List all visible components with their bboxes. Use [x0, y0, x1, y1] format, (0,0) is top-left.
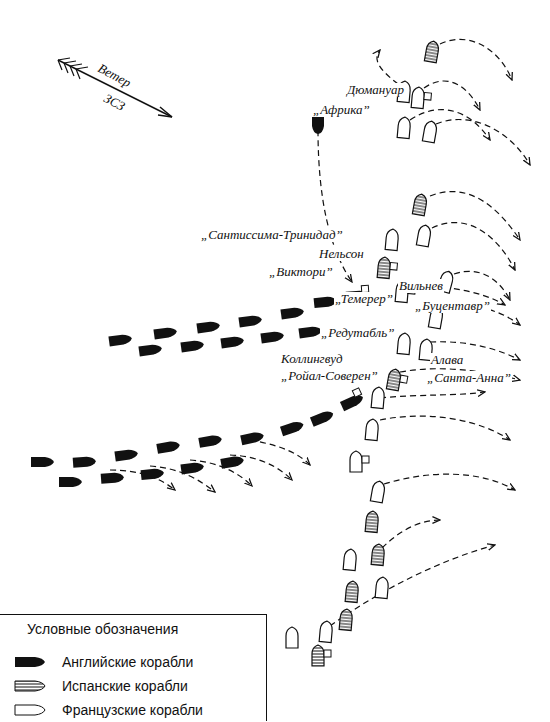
- course-line: [424, 81, 480, 110]
- wind-label: Ветер: [95, 61, 134, 91]
- wind-arrow: [58, 58, 172, 117]
- course-line: [454, 271, 510, 300]
- course-line: [440, 39, 512, 80]
- french-ship: [370, 480, 385, 503]
- english-ship: [156, 440, 180, 454]
- english-ship: [101, 472, 125, 484]
- course-line: [250, 440, 310, 465]
- course-line: [430, 192, 520, 240]
- course-line: [432, 223, 515, 270]
- ships: [31, 40, 455, 666]
- english-ship: [280, 420, 305, 437]
- legend-row: Испанские корабли: [12, 677, 138, 695]
- english-ship: [59, 477, 82, 487]
- french-ship: [385, 229, 399, 251]
- course-line: [410, 110, 490, 140]
- english-ship: [298, 325, 322, 338]
- english-ship: [220, 335, 244, 348]
- english-ship: [73, 456, 97, 468]
- english-ship: [114, 448, 138, 461]
- legend-heading: Условные обозначения: [26, 622, 179, 636]
- french-ship: [286, 627, 298, 648]
- spanish-ship: [424, 40, 439, 63]
- course-lines: [110, 39, 530, 626]
- english-ship: [108, 333, 132, 346]
- english-ship: [280, 306, 304, 319]
- spanish-ship: [339, 609, 353, 631]
- french-ship: [416, 224, 431, 247]
- ship-label: „Виктори”: [268, 265, 334, 279]
- spanish-ship: [377, 257, 398, 280]
- english-ship: [260, 330, 284, 343]
- course-line: [384, 474, 515, 490]
- ship-label: „Сантиссима-Тринидад”: [200, 228, 344, 242]
- course-line: [330, 545, 495, 626]
- ship-label: Коллингвуд: [280, 352, 344, 366]
- spanish-ship: [386, 368, 408, 392]
- ship-label: „Ройал-Соверен”: [280, 369, 379, 383]
- legend-sample: [12, 655, 46, 669]
- spanish-ship: [365, 511, 379, 533]
- course-line: [382, 520, 440, 548]
- french-ship: [375, 577, 389, 599]
- english-ship: [138, 343, 162, 356]
- english-ship: [310, 409, 335, 427]
- french-ship: [422, 120, 437, 143]
- spanish-ship: [345, 581, 359, 603]
- french-ship: [371, 387, 385, 409]
- spanish-ship: [371, 544, 385, 566]
- ship-label: „Темерер”: [334, 292, 394, 306]
- french-ship: [397, 333, 411, 355]
- legend-text: Французские корабли: [62, 701, 203, 719]
- french-ship: [411, 87, 432, 110]
- ship-label: Дюмануар: [346, 83, 405, 97]
- course-line: [436, 119, 530, 165]
- course-line: [377, 50, 398, 84]
- ship-label: Алава: [430, 353, 464, 367]
- ship-label: Вильнев: [398, 279, 444, 293]
- french-ship: [350, 451, 369, 472]
- legend-text: Английские корабли: [62, 653, 193, 671]
- english-ship: [141, 468, 165, 480]
- spanish-ship: [412, 193, 427, 216]
- legend-text: Испанские корабли: [62, 677, 188, 695]
- english-ship: [196, 320, 220, 333]
- french-ship: [365, 419, 379, 441]
- ship-label: „Буцентавр”: [414, 299, 491, 313]
- legend-sample: [12, 679, 46, 693]
- english-ship: [180, 339, 204, 352]
- english-ship: [238, 314, 262, 327]
- english-ship: [153, 326, 177, 339]
- french-ship: [397, 117, 411, 139]
- ship-label: „Санта-Анна”: [426, 371, 512, 385]
- ship-label: „Редутабль”: [320, 326, 395, 340]
- english-ship: [31, 457, 54, 467]
- ship-label: „Африка”: [312, 103, 371, 117]
- spanish-ship: [312, 645, 331, 666]
- legend-row: Английские корабли: [12, 653, 143, 671]
- course-line: [380, 416, 510, 440]
- english-ship: [180, 461, 204, 474]
- legend-sample: [12, 703, 46, 717]
- wind-label: ЗСЗ: [101, 91, 128, 114]
- english-ship: [198, 434, 222, 448]
- english-ship: [240, 431, 265, 446]
- english-ship: [220, 455, 244, 469]
- french-ship: [343, 549, 357, 571]
- english-ship: [338, 388, 365, 411]
- french-ship: [319, 621, 333, 643]
- course-line: [380, 392, 485, 398]
- legend-row: Французские корабли: [12, 701, 153, 719]
- ship-label: Нельсон: [318, 247, 365, 261]
